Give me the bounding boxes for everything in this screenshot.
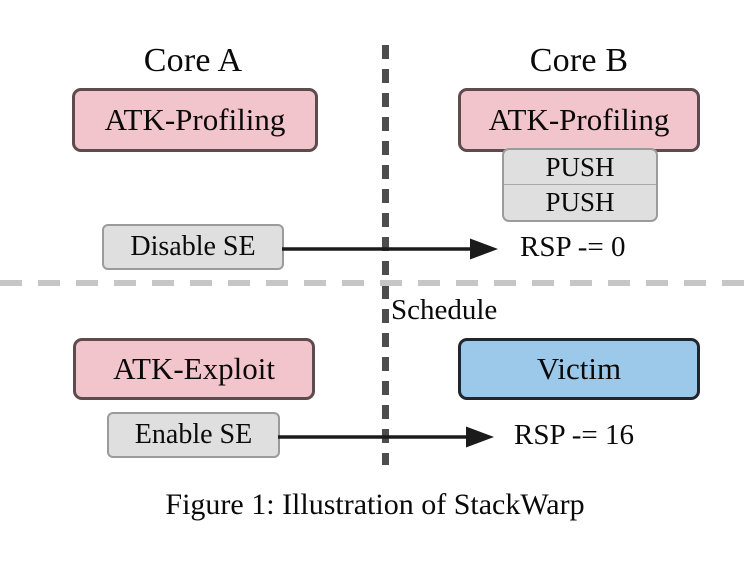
core-b-header: Core B bbox=[529, 42, 629, 79]
box-atk-exploit-core-a[interactable]: ATK-Exploit bbox=[73, 338, 315, 400]
push-stack-entry: PUSH bbox=[504, 150, 656, 185]
schedule-label: Schedule bbox=[391, 294, 498, 326]
box-atk-profiling-core-a[interactable]: ATK-Profiling bbox=[72, 88, 318, 152]
arrow-enable-se-to-core-b bbox=[278, 426, 494, 448]
arrow-disable-se-to-core-b bbox=[282, 238, 498, 260]
rsp-result-bottom: RSP -= 16 bbox=[514, 419, 635, 451]
schedule-divider-horizontal-dashed-line bbox=[0, 280, 750, 286]
push-stack-container: PUSH PUSH bbox=[502, 148, 658, 222]
box-victim-core-b[interactable]: Victim bbox=[458, 338, 700, 400]
rsp-result-top: RSP -= 0 bbox=[520, 231, 626, 263]
core-divider-vertical-dashed-line bbox=[382, 45, 389, 465]
core-a-header: Core A bbox=[143, 42, 243, 79]
figure-caption: Figure 1: Illustration of StackWarp bbox=[165, 488, 585, 521]
push-stack-entry: PUSH bbox=[545, 187, 615, 217]
box-enable-se[interactable]: Enable SE bbox=[107, 412, 280, 458]
box-atk-profiling-core-b[interactable]: ATK-Profiling bbox=[458, 88, 700, 152]
box-disable-se[interactable]: Disable SE bbox=[102, 224, 284, 270]
